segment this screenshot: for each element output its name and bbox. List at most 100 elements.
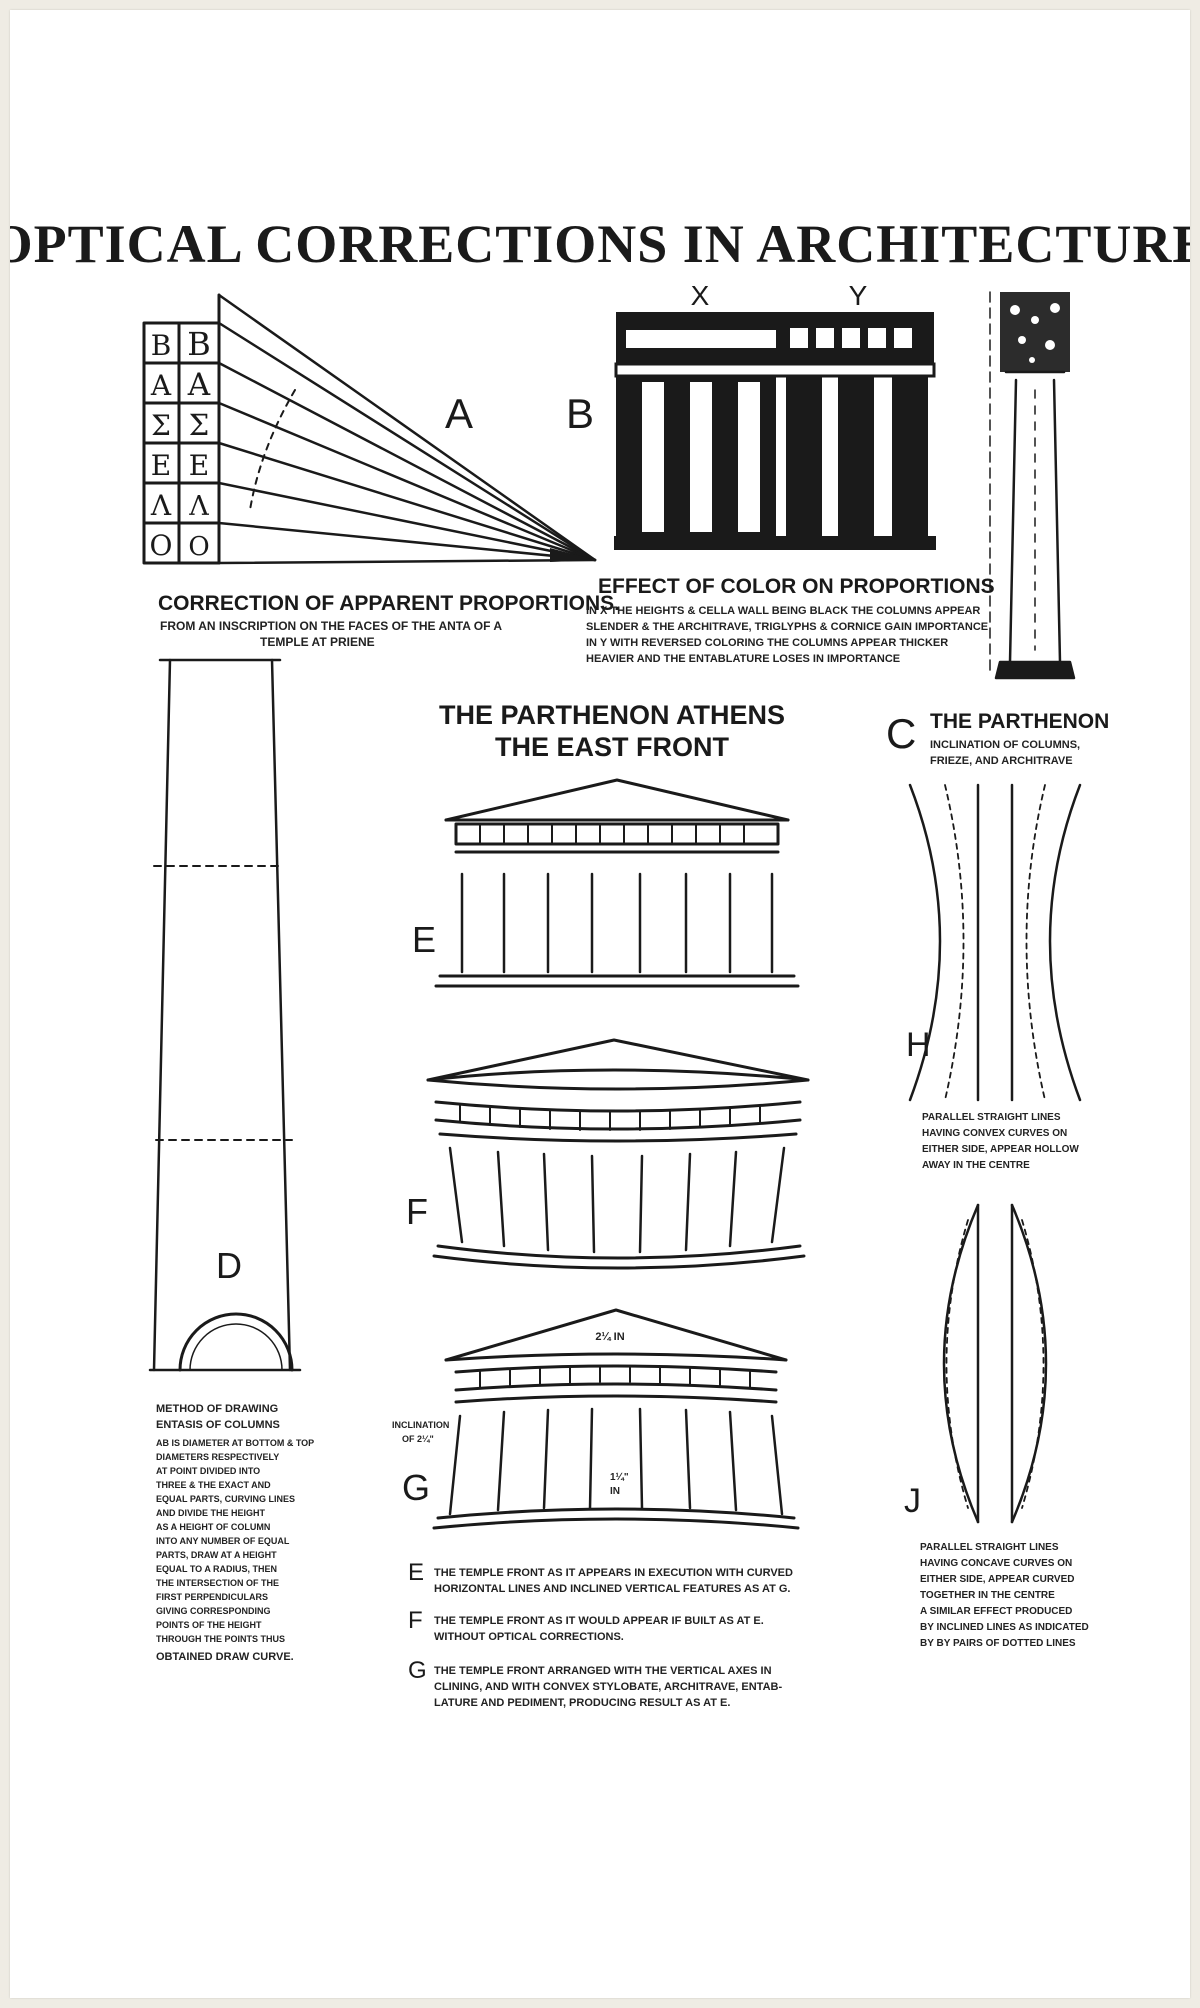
temple-g bbox=[432, 1308, 800, 1530]
temple-e-label: E bbox=[412, 919, 436, 960]
panel-b-caption-line: IN Y WITH REVERSED COLORING THE COLUMNS … bbox=[586, 637, 948, 649]
panel-c-line: INCLINATION OF COLUMNS, bbox=[930, 739, 1080, 751]
panel-b-caption-line: SLENDER & THE ARCHITRAVE, TRIGLYPHS & CO… bbox=[586, 621, 988, 633]
parthenon-title-line2: THE EAST FRONT bbox=[495, 732, 730, 762]
panel-c-header: C THE PARTHENON INCLINATION OF COLUMNS, … bbox=[886, 710, 1109, 767]
legend-key-f: F bbox=[408, 1607, 423, 1634]
greek-right-2: Σ bbox=[189, 408, 210, 442]
parthenon-title-line1: THE PARTHENON ATHENS bbox=[439, 700, 785, 730]
temple-g-center-note: 1¼" bbox=[610, 1472, 629, 1483]
panel-h-caption-line: HAVING CONVEX CURVES ON bbox=[922, 1128, 1067, 1139]
panel-h-caption-line: AWAY IN THE CENTRE bbox=[922, 1160, 1030, 1171]
legend-line: WITHOUT OPTICAL CORRECTIONS. bbox=[434, 1631, 624, 1643]
legend-key-g: G bbox=[408, 1657, 427, 1684]
panel-d-caption-line: AB IS DIAMETER AT BOTTOM & TOP bbox=[156, 1438, 314, 1448]
panel-b-label-x: X bbox=[691, 280, 710, 311]
greek-left-0: Β bbox=[151, 329, 172, 362]
panel-j-caption-line: HAVING CONCAVE CURVES ON bbox=[920, 1558, 1072, 1569]
panel-d-caption-line: INTO ANY NUMBER OF EQUAL bbox=[156, 1536, 290, 1546]
panel-b-architrave-band bbox=[614, 362, 936, 378]
panel-d-caption-line: THROUGH THE POINTS THUS bbox=[156, 1634, 285, 1644]
panel-d-caption-line: FIRST PERPENDICULARS bbox=[156, 1592, 268, 1602]
panel-c-title: THE PARTHENON bbox=[930, 710, 1109, 733]
panel-a-sight-lines bbox=[217, 293, 597, 565]
greek-left-5: Ο bbox=[150, 529, 173, 562]
greek-right-4: Λ bbox=[188, 491, 209, 522]
panel-d-caption-line: AT POINT DIVIDED INTO bbox=[156, 1466, 260, 1476]
greek-left-4: Λ bbox=[150, 489, 172, 522]
temple-g-center-note: IN bbox=[610, 1486, 620, 1497]
panel-d-caption-line: EQUAL TO A RADIUS, THEN bbox=[156, 1564, 277, 1574]
legend-line: THE TEMPLE FRONT AS IT APPEARS IN EXECUT… bbox=[434, 1567, 793, 1579]
panel-d-caption-line: OBTAINED DRAW CURVE. bbox=[156, 1651, 294, 1663]
panel-d-caption-line: GIVING CORRESPONDING bbox=[156, 1606, 271, 1616]
temple-g-side-note: OF 2¼" bbox=[402, 1434, 434, 1444]
panel-d-caption-line: METHOD OF DRAWING bbox=[156, 1403, 278, 1415]
panel-d-caption-line: THREE & THE EXACT AND bbox=[156, 1480, 271, 1490]
panel-d-caption-line: DIAMETERS RESPECTIVELY bbox=[156, 1452, 279, 1462]
temple-g-top-note: 2¼ IN bbox=[595, 1331, 624, 1343]
greek-left-1: Α bbox=[150, 369, 172, 402]
panel-d-caption-line: THE INTERSECTION OF THE bbox=[156, 1578, 279, 1588]
legend-line: LATURE AND PEDIMENT, PRODUCING RESULT AS… bbox=[434, 1697, 730, 1709]
temple-f-label: F bbox=[406, 1191, 428, 1232]
panel-j-letter: J bbox=[904, 1482, 921, 1520]
page-title: OPTICAL CORRECTIONS IN ARCHITECTURE bbox=[10, 214, 1190, 274]
panel-j-caption-line: A SIMILAR EFFECT PRODUCED bbox=[920, 1606, 1072, 1617]
temple-g-side-note: INCLINATION bbox=[392, 1420, 449, 1430]
greek-right-5: Ο bbox=[188, 532, 209, 562]
panel-d-caption-line: ENTASIS OF COLUMNS bbox=[156, 1419, 280, 1431]
panel-j-caption-line: BY INCLINED LINES AS INDICATED bbox=[920, 1622, 1089, 1633]
panel-c-letter: C bbox=[886, 710, 916, 757]
panel-h-caption-line: EITHER SIDE, APPEAR HOLLOW bbox=[922, 1144, 1079, 1155]
illustration-sheet: OPTICAL CORRECTIONS IN ARCHITECTURE Β Α … bbox=[10, 10, 1190, 1998]
panel-d-caption-line: AS A HEIGHT OF COLUMN bbox=[156, 1522, 270, 1532]
panel-a-caption-title: CORRECTION OF APPARENT PROPORTIONS. bbox=[158, 592, 620, 615]
legend-line: THE TEMPLE FRONT ARRANGED WITH THE VERTI… bbox=[434, 1665, 772, 1677]
panel-b-caption-title: EFFECT OF COLOR ON PROPORTIONS bbox=[598, 575, 995, 598]
panel-d-caption-line: POINTS OF THE HEIGHT bbox=[156, 1620, 262, 1630]
panel-j-caption-line: TOGETHER IN THE CENTRE bbox=[920, 1590, 1055, 1601]
legend: E THE TEMPLE FRONT AS IT APPEARS IN EXEC… bbox=[408, 1559, 793, 1709]
panel-d-caption-line: EQUAL PARTS, CURVING LINES bbox=[156, 1494, 295, 1504]
panel-d-entasis: D METHOD OF DRAWING ENTASIS OF COLUMNS A… bbox=[148, 658, 314, 1663]
panel-a-proportions: Β Α Σ Ε Λ Ο Β Α Σ Ε Λ Ο A CORRECTION bbox=[142, 293, 620, 649]
greek-left-3: Ε bbox=[151, 449, 171, 482]
temple-f bbox=[426, 1038, 810, 1270]
panel-b-stylobate bbox=[614, 536, 936, 550]
panel-d-letter: D bbox=[216, 1245, 242, 1286]
capital-ornament bbox=[1010, 303, 1060, 363]
panel-a-letter: A bbox=[445, 390, 473, 437]
panel-a-caption-line: TEMPLE AT PRIENE bbox=[260, 635, 375, 649]
panel-h-convex-curves: H PARALLEL STRAIGHT LINES HAVING CONVEX … bbox=[906, 783, 1082, 1171]
greek-right-0: Β bbox=[187, 325, 211, 363]
panel-a-letter-boxes bbox=[142, 293, 221, 565]
panel-b-x-gaps bbox=[642, 382, 760, 532]
panel-b-triglyphs bbox=[626, 328, 912, 348]
legend-key-e: E bbox=[408, 1559, 424, 1586]
panel-j-caption-line: EITHER SIDE, APPEAR CURVED bbox=[920, 1574, 1074, 1585]
panel-b-label-y: Y bbox=[849, 280, 868, 311]
panel-c-line: FRIEZE, AND ARCHITRAVE bbox=[930, 755, 1073, 767]
legend-line: THE TEMPLE FRONT AS IT WOULD APPEAR IF B… bbox=[434, 1615, 764, 1627]
legend-line: HORIZONTAL LINES AND INCLINED VERTICAL F… bbox=[434, 1583, 791, 1595]
greek-left-2: Σ bbox=[151, 409, 171, 442]
greek-right-3: Ε bbox=[189, 449, 209, 482]
panel-b-y-columns bbox=[786, 376, 928, 536]
panel-h-caption-line: PARALLEL STRAIGHT LINES bbox=[922, 1112, 1061, 1123]
panel-a-caption-line: FROM AN INSCRIPTION ON THE FACES OF THE … bbox=[160, 619, 502, 633]
panel-h-letter: H bbox=[906, 1026, 931, 1064]
corinthian-column-sketch bbox=[989, 291, 1076, 680]
panel-j-caption-line: PARALLEL STRAIGHT LINES bbox=[920, 1542, 1059, 1553]
panel-j-caption-line: BY BY PAIRS OF DOTTED LINES bbox=[920, 1638, 1076, 1649]
panel-b-color-proportions: B X Y EFFECT OF COLOR ON PROPORTIONS IN … bbox=[566, 280, 995, 665]
legend-line: CLINING, AND WITH CONVEX STYLOBATE, ARCH… bbox=[434, 1681, 782, 1693]
panel-b-letter: B bbox=[566, 390, 594, 437]
panel-j-concave-curves: J PARALLEL STRAIGHT LINES HAVING CONCAVE… bbox=[904, 1203, 1089, 1649]
greek-right-1: Α bbox=[187, 367, 211, 403]
temple-e bbox=[434, 778, 800, 988]
panel-d-caption-line: PARTS, DRAW AT A HEIGHT bbox=[156, 1550, 277, 1560]
panel-d-caption-line: AND DIVIDE THE HEIGHT bbox=[156, 1508, 266, 1518]
optical-corrections-diagram: OPTICAL CORRECTIONS IN ARCHITECTURE Β Α … bbox=[10, 214, 1190, 1709]
panel-b-caption-line: IN X THE HEIGHTS & CELLA WALL BEING BLAC… bbox=[586, 605, 980, 617]
